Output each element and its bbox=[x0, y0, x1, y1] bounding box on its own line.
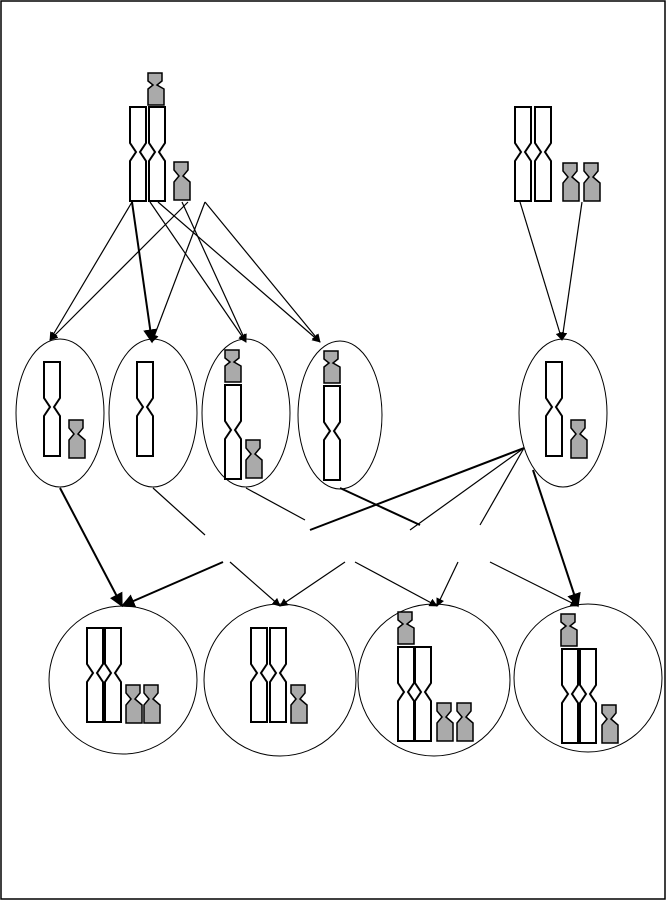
parent-right-small-chromosome-1 bbox=[562, 162, 580, 202]
parent-left bbox=[129, 72, 191, 202]
gamete-3 bbox=[201, 338, 291, 488]
parent-to-gamete-arrows bbox=[49, 201, 583, 344]
offspring-2 bbox=[203, 603, 357, 757]
parent-right-chromosome-1 bbox=[514, 106, 532, 202]
parent-right-small-chromosome-2 bbox=[583, 162, 601, 202]
parent-left-chromosome-1 bbox=[129, 106, 147, 202]
gamete-4 bbox=[297, 340, 383, 490]
parent-right bbox=[514, 106, 601, 202]
gamete-5 bbox=[518, 338, 608, 488]
gamete-to-offspring-arrows bbox=[59, 447, 581, 608]
offspring-3 bbox=[357, 603, 511, 757]
gamete-1 bbox=[15, 338, 105, 488]
gamete-2 bbox=[108, 338, 198, 488]
parent-left-chromosome-2 bbox=[148, 106, 166, 202]
offspring-4 bbox=[513, 603, 663, 753]
parent-left-cap bbox=[147, 72, 165, 106]
parent-left-small-chromosome bbox=[173, 161, 191, 201]
parent-right-chromosome-2 bbox=[534, 106, 552, 202]
offspring-1 bbox=[48, 605, 198, 755]
